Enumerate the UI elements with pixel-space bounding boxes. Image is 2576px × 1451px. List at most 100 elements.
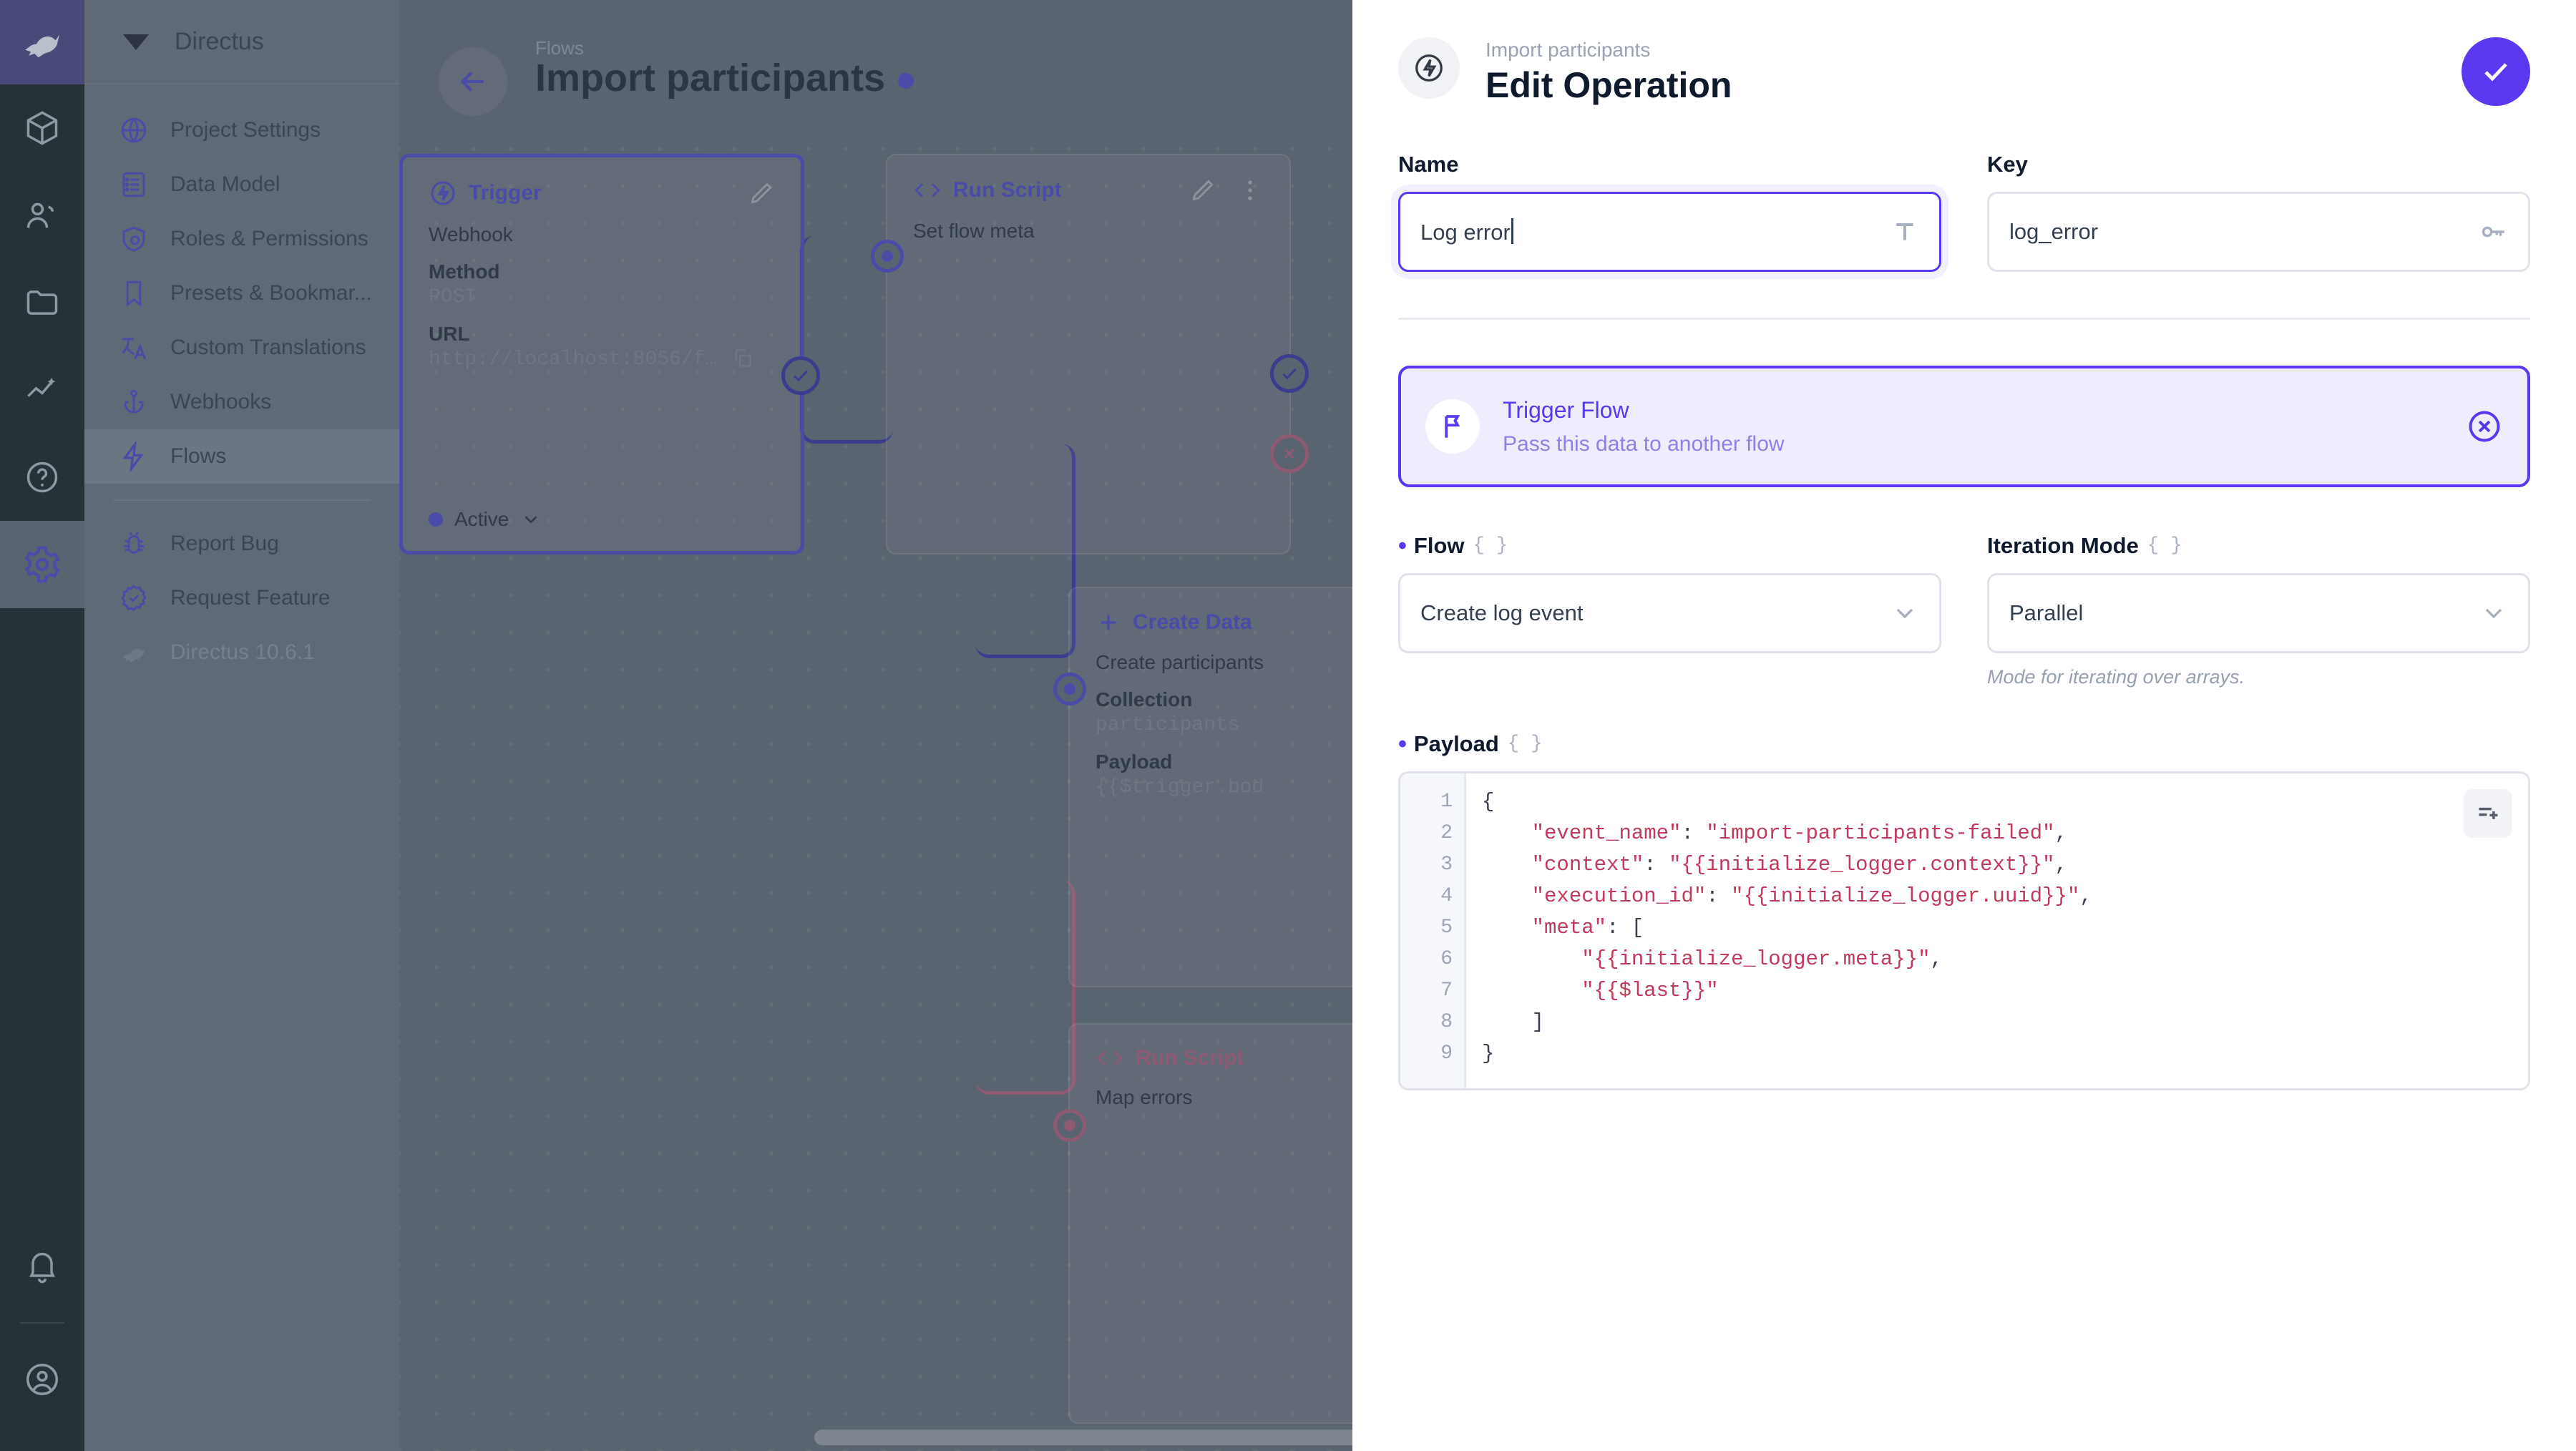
- node-success-port[interactable]: [1270, 354, 1309, 393]
- directus-logo[interactable]: [0, 0, 84, 84]
- code-line: "context": "{{initialize_logger.context}…: [1531, 853, 2067, 876]
- copy-icon[interactable]: [731, 347, 754, 370]
- sidebar-item-report-bug[interactable]: Report Bug: [84, 517, 399, 571]
- sidebar-item-label: Data Model: [170, 172, 280, 196]
- node-field-label: Collection: [1096, 688, 1193, 710]
- module-item-content[interactable]: [0, 84, 84, 172]
- badge-check-icon: [117, 582, 150, 615]
- iteration-label: Iteration Mode { }: [1987, 533, 2530, 559]
- remove-operation-button[interactable]: [2466, 408, 2503, 445]
- line-number: 1: [1440, 791, 1453, 813]
- node-field-label: URL: [429, 323, 470, 345]
- connector-runscript-to-createdata: [975, 444, 1075, 658]
- canvas-horizontal-scrollbar[interactable]: [814, 1430, 1352, 1445]
- chevron-down-icon: [2479, 599, 2508, 627]
- node-field-value: http://localhost:8056/f…: [429, 348, 718, 371]
- scrollbar-thumb[interactable]: [814, 1430, 1352, 1445]
- node-success-port[interactable]: [781, 356, 820, 395]
- name-input[interactable]: Log error: [1398, 192, 1941, 272]
- sidebar-item-project-settings[interactable]: Project Settings: [84, 103, 399, 157]
- chart-icon: [27, 377, 56, 397]
- module-item-files[interactable]: [0, 259, 84, 346]
- sidebar-header: Directus: [84, 0, 399, 84]
- dots-vertical-icon[interactable]: [1236, 177, 1264, 204]
- flow-node-create-data[interactable]: Create Data Create participants Collecti…: [1053, 587, 1352, 987]
- sidebar-item-request-feature[interactable]: Request Feature: [84, 571, 399, 625]
- translate-icon: [117, 331, 150, 364]
- chevron-down-icon: [525, 516, 537, 524]
- sidebar-item-custom-translations[interactable]: Custom Translations: [84, 321, 399, 375]
- node-type-label: Run Script: [1136, 1046, 1244, 1070]
- sidebar-item-data-model[interactable]: Data Model: [84, 157, 399, 212]
- flow-canvas[interactable]: Flows Import participants Trigger Webhoo…: [399, 0, 1352, 1451]
- name-label: Name: [1398, 152, 1459, 177]
- folder-icon: [26, 290, 58, 315]
- operation-type-title: Trigger Flow: [1503, 396, 1629, 423]
- sidebar-item-webhooks[interactable]: Webhooks: [84, 375, 399, 429]
- line-number: 8: [1440, 1011, 1453, 1033]
- page-title-text: Import participants: [535, 57, 886, 99]
- operation-type-card[interactable]: Trigger Flow Pass this data to another f…: [1398, 366, 2530, 487]
- module-item-users[interactable]: [0, 172, 84, 259]
- sidebar-item-label: Report Bug: [170, 532, 279, 555]
- bolt-icon: [117, 440, 150, 473]
- code-line: "{{$last}}": [1581, 979, 1719, 1002]
- sidebar-item-version: Directus 10.6.1: [84, 625, 399, 680]
- save-button[interactable]: [2462, 37, 2530, 106]
- module-item-account[interactable]: [0, 1337, 84, 1422]
- expand-editor-button[interactable]: [2464, 789, 2512, 838]
- flow-node-trigger[interactable]: Trigger Webhook Method POST URL http://l…: [399, 154, 820, 554]
- sidebar-item-label: Directus 10.6.1: [170, 640, 315, 664]
- pencil-icon[interactable]: [1189, 177, 1216, 204]
- directus-mark-icon: [117, 23, 155, 60]
- key-input-value: log_error: [2009, 219, 2099, 244]
- pencil-icon[interactable]: [748, 180, 775, 207]
- code-brackets-icon: [914, 183, 940, 197]
- flow-select[interactable]: Create log event: [1398, 573, 1941, 653]
- node-input-port[interactable]: [871, 240, 904, 273]
- status-dot: [429, 512, 443, 527]
- bolt-circle-icon: [431, 181, 455, 205]
- anchor-icon: [117, 386, 150, 419]
- flow-node-run-script-2[interactable]: Run Script Map errors: [1053, 1023, 1352, 1424]
- operation-type-subtitle: Pass this data to another flow: [1503, 431, 1785, 456]
- module-item-notifications[interactable]: [0, 1223, 84, 1309]
- sidebar-item-roles-permissions[interactable]: Roles & Permissions: [84, 212, 399, 266]
- connector-createdata-to-maperrors: [975, 880, 1075, 1095]
- iteration-select[interactable]: Parallel: [1987, 573, 2530, 653]
- flow-node-run-script-1[interactable]: Run Script Set flow meta: [871, 154, 1309, 554]
- back-button[interactable]: [439, 47, 507, 116]
- payload-braces: { }: [1507, 733, 1543, 755]
- node-status-label: Active: [454, 508, 509, 530]
- node-body: Webhook Method POST URL http://localhost…: [429, 223, 775, 371]
- text-format-icon: [1890, 218, 1919, 246]
- sidebar-item-label: Custom Translations: [170, 336, 366, 359]
- sidebar-item-presets-bookmarks[interactable]: Presets & Bookmar...: [84, 266, 399, 321]
- payload-label-text: Payload: [1413, 731, 1499, 756]
- sidebar-item-label: Project Settings: [170, 118, 321, 142]
- bell-icon: [29, 1252, 55, 1284]
- module-item-insights[interactable]: [0, 346, 84, 434]
- sidebar-item-label: Flows: [170, 444, 227, 468]
- node-input-port[interactable]: [1053, 1109, 1086, 1142]
- node-input-port[interactable]: [1053, 673, 1086, 705]
- user-circle-icon: [26, 1363, 59, 1396]
- breadcrumb[interactable]: Flows: [535, 37, 584, 59]
- node-error-port[interactable]: [1270, 434, 1309, 473]
- node-field-value: {{$trigger.bod: [1096, 776, 1264, 798]
- sidebar-item-label: Presets & Bookmar...: [170, 281, 372, 305]
- sidebar-item-flows[interactable]: Flows: [84, 429, 399, 484]
- directus-rabbit-icon: [117, 636, 150, 669]
- help-circle-icon: [26, 461, 58, 493]
- editor-code[interactable]: { "event_name": "import-participants-fai…: [1466, 773, 2528, 1088]
- operation-form: Name Log error Key log_error: [1352, 152, 2576, 1090]
- flow-iteration-row: Flow { } Create log event Iteration Mode…: [1398, 533, 2530, 688]
- node-status[interactable]: Active: [429, 508, 542, 531]
- chevron-down-icon: [1890, 599, 1919, 627]
- module-item-docs[interactable]: [0, 434, 84, 521]
- directus-rabbit-logo: [25, 34, 59, 58]
- key-input[interactable]: log_error: [1987, 192, 2530, 272]
- module-item-settings[interactable]: [0, 521, 84, 608]
- key-field-group: Key log_error: [1987, 152, 2530, 272]
